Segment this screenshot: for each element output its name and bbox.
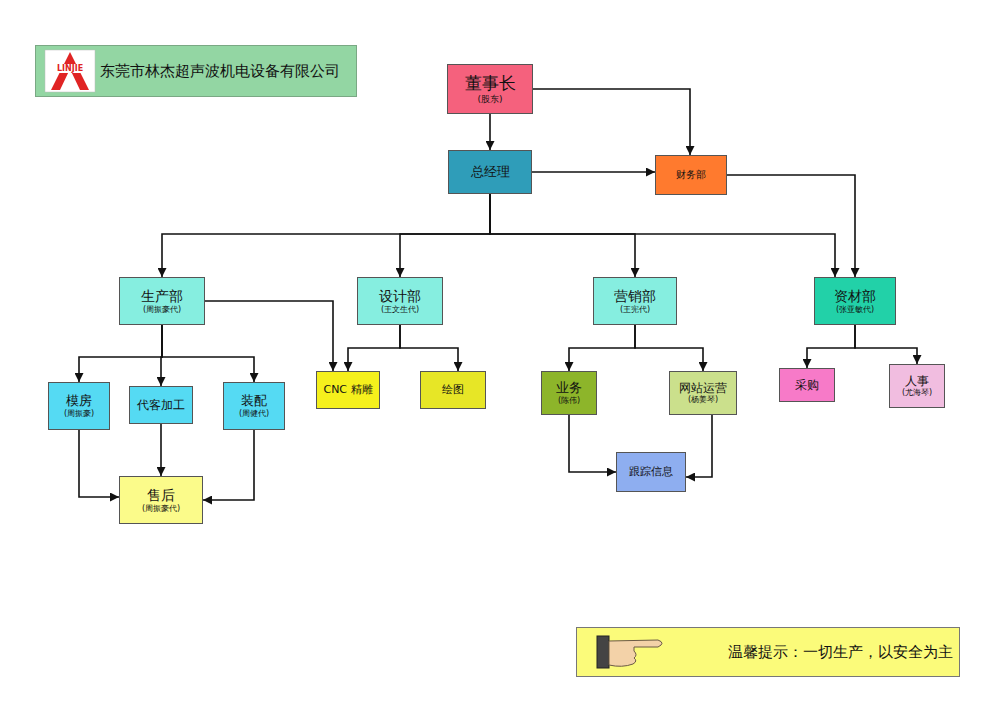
process-box: 总经理 [448, 150, 532, 194]
process-box: 资材部(张亚敏代) [814, 277, 896, 325]
node-subtitle: (周振豪) [64, 409, 94, 419]
process-box: 人事(尤海琴) [889, 364, 945, 408]
arrow-connector [855, 325, 917, 364]
arrow-connector [686, 415, 712, 477]
node-title: 资材部 [834, 288, 876, 305]
process-box: 售后(周振豪代) [119, 476, 203, 524]
arrow-connector [635, 325, 703, 371]
node-title: 绘图 [442, 383, 464, 396]
process-box: 营销部(王宪代) [593, 277, 677, 325]
node-title: 温馨提示：一切生产，以安全为主 [728, 643, 953, 661]
node-title: 网站运营 [679, 381, 727, 395]
node-title: CNC 精雕 [323, 383, 372, 396]
arrow-connector [162, 325, 254, 382]
node-title: 设计部 [379, 288, 421, 305]
process-box: 业务(陈伟) [541, 371, 597, 415]
node-subtitle: (张亚敏代) [836, 305, 874, 315]
node-subtitle: (股东) [477, 94, 502, 105]
arrow-connector [490, 194, 835, 277]
process-box: 生产部(周振豪代) [119, 277, 205, 325]
arrow-connector [489, 114, 491, 150]
process-box: 代客加工 [129, 386, 193, 424]
node-title: 代客加工 [137, 398, 185, 412]
node-title: 东莞市林杰超声波机电设备有限公司 [100, 62, 340, 80]
node-title: 采购 [795, 378, 819, 392]
node-title: 业务 [556, 380, 582, 396]
arrow-connector [348, 325, 400, 371]
process-box: CNC 精雕 [316, 371, 380, 409]
process-box: 装配(周健代) [223, 382, 285, 430]
company-logo [45, 50, 95, 92]
logo-text: LINJIE [46, 64, 94, 73]
arrow-connector [533, 89, 690, 155]
node-subtitle: (杨姜琴) [688, 395, 718, 405]
node-title: 营销部 [614, 288, 656, 305]
process-box: 采购 [779, 368, 835, 402]
node-title: 装配 [241, 393, 267, 409]
arrow-connector [162, 194, 490, 277]
process-box: 财务部 [655, 155, 727, 195]
arrow-connector [203, 430, 254, 500]
node-title: 模房 [66, 393, 92, 409]
node-subtitle: (王文生代) [381, 305, 419, 315]
arrow-connector [490, 194, 635, 277]
node-subtitle: (周振豪代) [143, 305, 181, 315]
process-box: 董事长(股东) [447, 64, 533, 114]
node-subtitle: (周振豪代) [142, 504, 180, 514]
process-box: 绘图 [420, 371, 486, 409]
node-subtitle: (陈伟) [558, 396, 580, 406]
tip-banner: 温馨提示：一切生产，以安全为主 [576, 627, 960, 677]
node-title: 总经理 [471, 164, 510, 180]
node-subtitle: (周健代) [239, 409, 269, 419]
arrow-connector [79, 325, 162, 382]
node-title: 跟踪信息 [629, 465, 673, 478]
arrow-connector [569, 325, 635, 371]
node-title: 人事 [905, 374, 929, 388]
node-title: 售后 [147, 487, 175, 504]
arrow-connector [205, 301, 333, 371]
node-subtitle: (尤海琴) [902, 388, 932, 398]
node-title: 董事长 [465, 73, 516, 93]
arrow-connector [79, 430, 119, 497]
arrow-connector [160, 424, 162, 476]
pointing-hand-icon [597, 636, 662, 668]
arrow-connector [400, 325, 458, 371]
node-title: 财务部 [676, 169, 706, 181]
arrow-connector [569, 415, 616, 472]
process-box: 设计部(王文生代) [357, 277, 443, 325]
arrow-connector [807, 325, 855, 368]
node-subtitle: (王宪代) [620, 305, 650, 315]
arrow-connector [400, 194, 490, 277]
process-box: 跟踪信息 [616, 452, 686, 492]
process-box: 模房(周振豪) [48, 382, 110, 430]
node-title: 生产部 [141, 288, 183, 305]
process-box: 网站运营(杨姜琴) [669, 371, 737, 415]
arrow-connector [532, 171, 655, 173]
